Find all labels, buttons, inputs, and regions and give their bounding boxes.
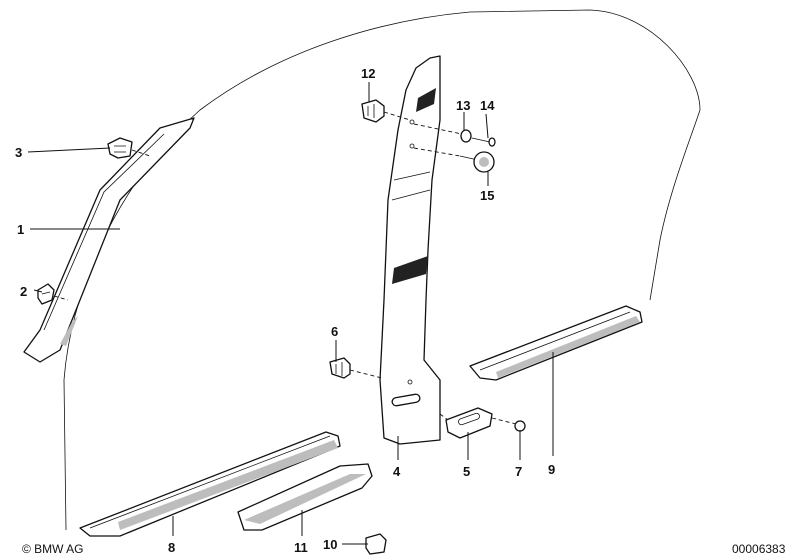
- callout-2: 2: [20, 284, 27, 299]
- bracket-part-2: [37, 283, 55, 305]
- callout-8: 8: [168, 540, 175, 555]
- copyright-label: © BMW AG: [22, 542, 84, 556]
- screw-part-7: [514, 420, 526, 432]
- callout-14: 14: [480, 98, 495, 113]
- callout-12: 12: [361, 66, 375, 81]
- callout-1: 1: [17, 222, 24, 237]
- dash-line: [413, 123, 463, 135]
- leader-lines: [27, 82, 554, 545]
- dash-line: [349, 369, 383, 379]
- clip-part-6: [329, 357, 351, 379]
- callout-9: 9: [548, 462, 555, 477]
- b-pillar-trim: [379, 55, 441, 445]
- dash-line: [439, 413, 449, 421]
- washer-part-13: [460, 129, 472, 143]
- dash-line: [131, 149, 151, 157]
- clip-part-3: [107, 137, 133, 159]
- body-outline: [63, 9, 701, 531]
- bracket-part-5: [445, 407, 493, 439]
- callout-15: 15: [480, 188, 494, 203]
- callout-3: 3: [15, 145, 22, 160]
- callout-10: 10: [323, 537, 337, 552]
- clip-part-12: [361, 99, 385, 123]
- dash-line: [383, 111, 411, 121]
- dash-line: [53, 295, 69, 301]
- knob-part-15: [459, 151, 495, 173]
- screw-part-14: [471, 137, 496, 147]
- diagram-number: 00006383: [732, 542, 786, 556]
- callout-5: 5: [463, 464, 470, 479]
- sill-trim-right: [469, 305, 643, 381]
- sill-trim-left: [79, 431, 341, 537]
- callout-7: 7: [515, 464, 522, 479]
- dash-line: [491, 417, 517, 425]
- callout-6: 6: [331, 324, 338, 339]
- a-pillar-trim: [23, 117, 195, 363]
- cover-part-11: [237, 463, 373, 531]
- callout-13: 13: [456, 98, 470, 113]
- callout-11: 11: [294, 540, 308, 555]
- callout-4: 4: [393, 464, 401, 479]
- clip-part-10: [365, 533, 387, 555]
- dash-line: [413, 147, 461, 157]
